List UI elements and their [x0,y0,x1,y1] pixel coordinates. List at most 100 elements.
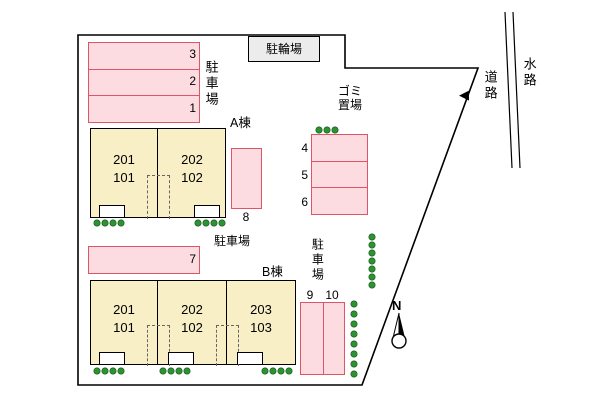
shrub-icon [350,350,358,358]
road-label: 道路 [482,70,498,102]
shrub-icon [368,257,376,265]
shrub-icon [167,367,175,375]
unit-b-203-103: 203 103 [228,301,294,336]
shrub-icon [109,367,117,375]
stairwell [147,325,170,366]
stall-number-2: 2 [189,74,196,88]
room-number: 101 [113,169,135,185]
shrub-icon [175,367,183,375]
stall-number-4: 4 [301,141,308,155]
parking-label-left: 駐車場 [203,60,219,108]
stairwell [147,175,170,219]
shrub-column-right-upper [368,233,376,289]
room-number: 202 [181,302,203,317]
building-a-label: A棟 [230,116,251,130]
room-number: 203 [250,302,272,317]
unit-b-202-102: 202 102 [159,301,225,336]
shrub-icon [350,330,358,338]
shrub-icon [210,219,218,227]
stall-number-8: 8 [242,210,250,224]
stall-number-5: 5 [301,168,308,182]
waterway-label: 水路 [521,57,537,89]
stall-number-7: 7 [189,252,196,266]
shrub-icon [285,367,293,375]
shrub-icon [350,300,358,308]
north-label: N [392,298,402,313]
building-a: 201 101 202 102 [90,128,226,219]
parking-stall-block-4-6 [311,134,368,215]
stall-divider [323,302,324,375]
shrub-icon [159,367,167,375]
shrub-icon [101,367,109,375]
unit-divider [157,281,158,364]
room-number: 102 [181,169,203,185]
site-boundary [77,34,480,386]
building-b-label: B棟 [262,265,283,279]
shrub-icon [350,360,358,368]
parking-stall-block-9-10 [300,302,345,375]
shrub-icon [117,367,125,375]
parking-stall-8 [231,148,262,209]
unit-divider [226,281,227,364]
shrub-icon [368,233,376,241]
bike-parking-area: 駐輪場 [248,36,320,62]
stall-number-3: 3 [189,47,196,61]
road-direction-arrow-icon: ◀ [459,87,469,102]
compass-needle-dark [399,313,405,338]
entry-porch [194,205,220,217]
shrub-icon [109,219,117,227]
shrub-icon [350,340,358,348]
room-number: 202 [181,152,203,167]
entry-porch [99,205,125,217]
shrub-icon [101,219,109,227]
shrub-row-below-building-a [93,219,226,227]
bike-parking-label: 駐輪場 [265,41,302,56]
shrub-icon [194,219,202,227]
shrub-icon [368,273,376,281]
shrub-icon [368,241,376,249]
shrub-icon [277,367,285,375]
shrub-icon [323,126,331,134]
shrub-icon [93,219,101,227]
stall-number-10: 10 [325,288,339,302]
shrub-icon [350,320,358,328]
room-number: 201 [113,152,135,167]
shrub-icon [218,219,226,227]
stall-number-9: 9 [306,288,314,302]
shrub-icon [315,126,323,134]
parking-label-middle: 駐車場 [214,234,251,248]
entry-porch [168,352,194,364]
unit-a-202-102: 202 102 [159,151,225,186]
unit-a-201-101: 201 101 [91,151,157,186]
room-number: 102 [181,319,203,335]
parking-label-right: 駐車場 [310,238,325,283]
waterway-line [504,11,513,169]
shrub-icon [368,281,376,289]
shrub-icon [368,249,376,257]
shrub-row-above-stall-4 [315,126,339,134]
stall-divider [88,69,200,70]
parking-stall-block-1-3 [88,42,200,123]
shrub-icon [261,367,269,375]
stairwell [216,325,239,366]
shrub-icon [368,265,376,273]
entry-porch [237,352,263,364]
parking-stall-7 [88,246,200,274]
room-number: 103 [250,319,272,335]
stall-number-6: 6 [301,195,308,209]
garbage-area-label: ゴミ置場 [337,84,362,113]
shrub-icon [183,367,191,375]
compass-icon [391,312,407,349]
stall-divider [88,95,200,96]
compass-circle [391,333,407,349]
shrub-icon [350,310,358,318]
stall-divider [311,161,368,162]
unit-divider [157,129,158,217]
shrub-icon [331,126,339,134]
entry-porch [99,352,125,364]
stall-divider [311,187,368,188]
building-b: 201 101 202 102 203 103 [90,280,296,366]
shrub-icon [350,370,358,378]
